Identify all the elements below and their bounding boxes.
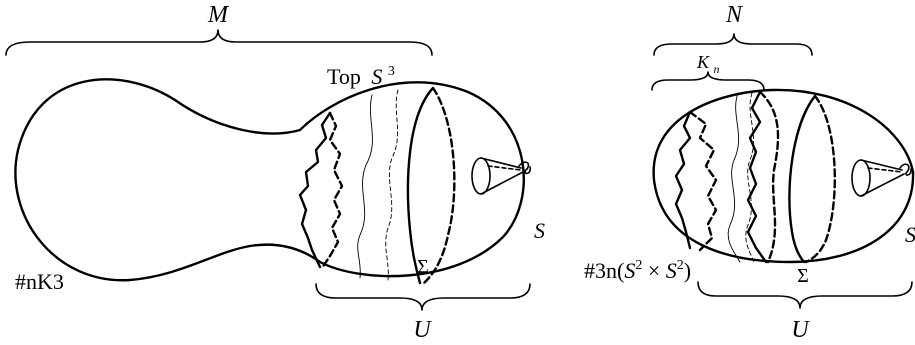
left-cone (471, 157, 532, 195)
right-dashed-wiggle-2 (758, 90, 780, 264)
m-brace (5, 29, 433, 56)
right-thin-solid (727, 92, 741, 263)
left-s-label: S (534, 218, 545, 243)
right-u-label: U (791, 317, 810, 343)
right-body-outline (652, 88, 915, 264)
left-u-brace (315, 283, 531, 311)
top-s3-label: Top S 3 (327, 64, 395, 89)
right-s-label: S (905, 222, 915, 247)
left-thin-solid (357, 94, 373, 279)
left-sum-label: #nK3 (15, 269, 64, 294)
right-sigma-solid (788, 94, 817, 264)
n-brace (653, 33, 813, 56)
right-sum-label: #3n(S2 × S2) (584, 258, 691, 283)
right-solid-wiggle-2 (746, 90, 768, 264)
left-dashed-wiggle (320, 111, 344, 270)
right-u-brace (697, 281, 913, 309)
n-label: N (725, 2, 744, 28)
right-sigma-dashed (804, 94, 836, 264)
kn-brace (651, 71, 765, 91)
right-thin-dashed (745, 92, 755, 263)
kn-label: K n (696, 52, 720, 76)
left-body-outline (14, 78, 525, 282)
left-sigma-dashed (422, 86, 456, 285)
left-figure: M Top S 3 #nK3 Σ (5, 2, 545, 343)
right-dashed-wiggle (688, 110, 718, 252)
left-sigma-label: Σ (417, 256, 429, 278)
right-cone (851, 159, 912, 197)
m-label: M (207, 2, 230, 28)
left-sigma-solid (406, 86, 435, 285)
right-sigma-label: Σ (797, 265, 809, 287)
right-figure: N K n #3n (584, 2, 915, 343)
left-solid-wiggle (298, 111, 332, 269)
right-solid-wiggle (674, 110, 692, 250)
left-thin-dashed (385, 89, 399, 281)
left-u-label: U (413, 317, 432, 343)
